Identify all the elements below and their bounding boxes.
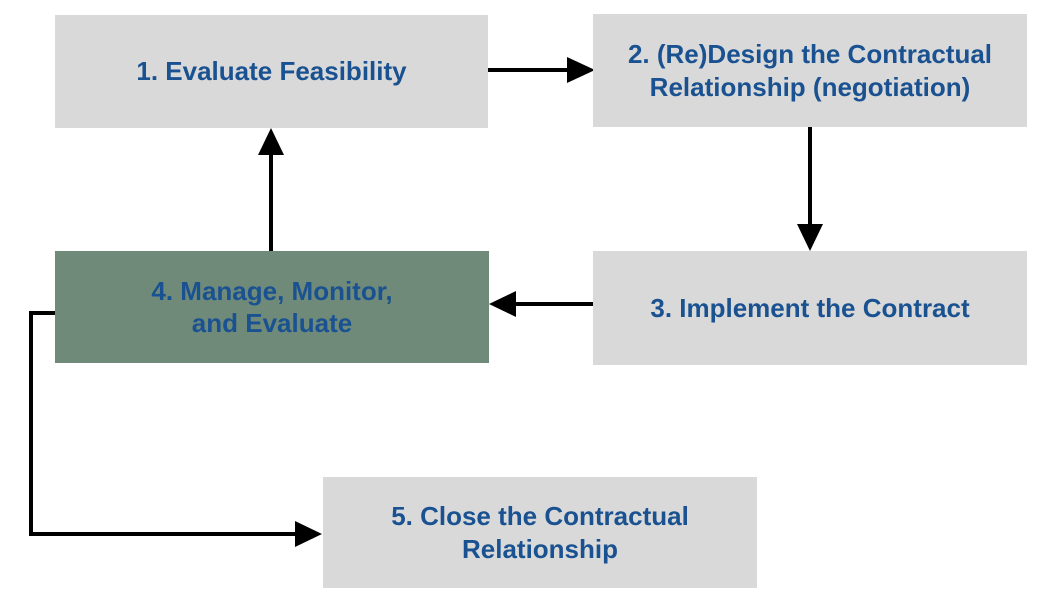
arrow-head xyxy=(797,224,823,251)
arrow-head xyxy=(258,128,284,155)
arrow-head xyxy=(295,521,322,547)
arrow-2-to-3 xyxy=(797,127,823,251)
arrow-4-to-1 xyxy=(258,128,284,251)
node-label: 3. Implement the Contract xyxy=(650,292,970,323)
arrow-head xyxy=(489,291,516,317)
node-label: and Evaluate xyxy=(191,308,353,338)
node-label: Relationship xyxy=(461,533,618,564)
node-evaluate-feasibility: 1. Evaluate Feasibility xyxy=(55,15,488,128)
arrow-1-to-2 xyxy=(488,57,595,83)
arrow-shaft xyxy=(29,311,296,536)
node-label: Relationship (negotiation) xyxy=(649,71,971,102)
node-label: 4. Manage, Monitor, xyxy=(151,275,393,306)
node-label: 2. (Re)Design the Contractual xyxy=(627,39,993,69)
node-label: 5. Close the Contractual xyxy=(391,501,689,531)
node-close-contractual-relationship: 5. Close the Contractual Relationship xyxy=(323,477,757,588)
arrow-4-to-5 xyxy=(29,311,322,547)
node-implement-contract: 3. Implement the Contract xyxy=(593,251,1027,365)
node-label: 1. Evaluate Feasibility xyxy=(136,56,407,87)
node-redesign-contractual-relationship: 2. (Re)Design the Contractual Relationsh… xyxy=(593,14,1027,127)
node-manage-monitor-evaluate: 4. Manage, Monitor, and Evaluate xyxy=(55,251,489,363)
arrow-3-to-4 xyxy=(489,291,593,317)
arrow-head xyxy=(567,57,595,83)
